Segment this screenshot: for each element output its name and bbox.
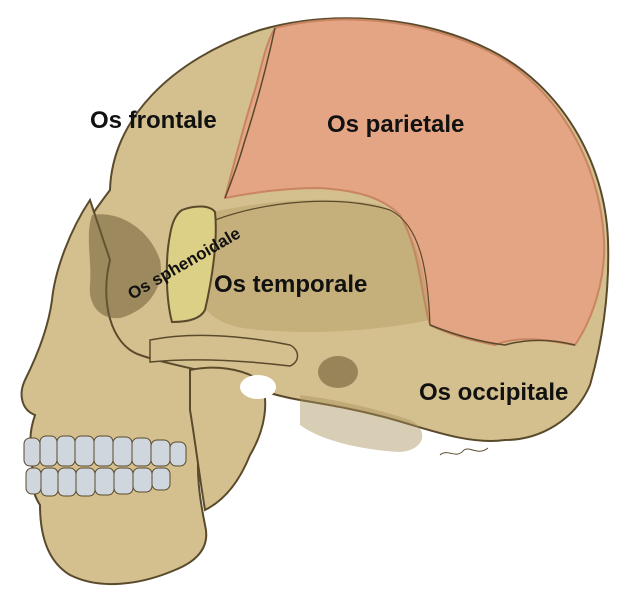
tooth [151, 440, 170, 466]
label-occipital: Os occipitale [419, 379, 568, 406]
tooth [94, 436, 113, 466]
ear-opening [318, 356, 358, 388]
tooth [75, 436, 94, 466]
label-temporal: Os temporale [214, 271, 367, 298]
tooth [76, 468, 95, 496]
tooth [152, 468, 170, 490]
tooth [58, 468, 76, 496]
tooth [40, 436, 57, 466]
tooth [132, 438, 151, 466]
tooth [133, 468, 152, 492]
mandibular-notch [240, 375, 276, 399]
temporal-region [200, 200, 430, 332]
tooth [41, 468, 58, 496]
tooth [24, 438, 40, 466]
tooth [95, 468, 114, 495]
tooth [113, 437, 132, 466]
label-frontal: Os frontale [90, 107, 217, 134]
tooth [57, 436, 75, 466]
tooth [114, 468, 133, 494]
teeth [24, 436, 186, 496]
tooth [170, 442, 186, 466]
tooth [26, 468, 41, 494]
label-parietal: Os parietale [327, 111, 464, 138]
